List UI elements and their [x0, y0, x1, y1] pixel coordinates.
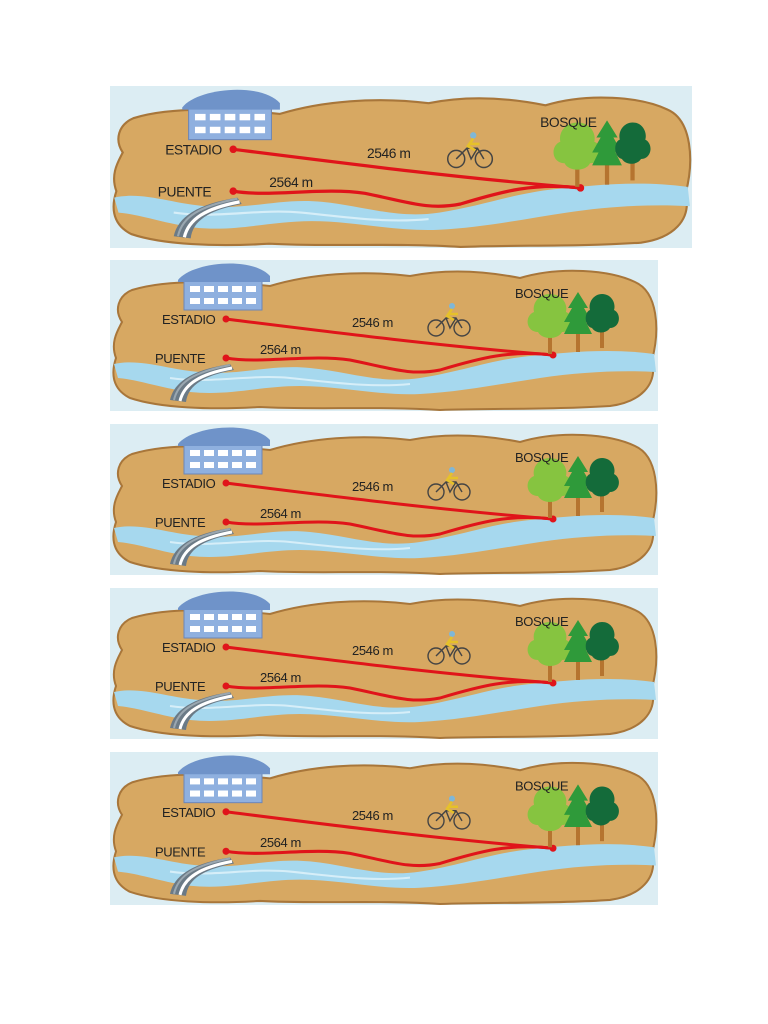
route-bridge-forest [225, 516, 554, 538]
route-stadium-forest [232, 147, 581, 190]
stadium-icon [182, 89, 280, 141]
stadium-label: ESTADIO [165, 142, 222, 158]
stadium-label: ESTADIO [162, 640, 216, 655]
stadium-label: ESTADIO [162, 312, 216, 327]
map-panel-4: ESTADIO PUENTE BOSQUE 2546 m 2564 m [110, 588, 658, 739]
river [114, 678, 656, 723]
river-highlight [169, 540, 411, 551]
route-stadium-forest [225, 810, 554, 850]
map-diagram: ESTADIO PUENTE BOSQUE 2546 m 2564 m [112, 755, 658, 905]
forest-label: BOSQUE [515, 450, 569, 465]
stadium-label: ESTADIO [162, 476, 216, 491]
tree-icon [527, 456, 619, 518]
map-panel-1: ESTADIO PUENTE BOSQUE 2546 m 2564 m [110, 86, 692, 248]
map-panel-5: ESTADIO PUENTE BOSQUE 2546 m 2564 m [110, 752, 658, 905]
distance-stadium-forest-label: 2546 m [352, 315, 393, 330]
bridge-icon [170, 692, 234, 730]
bridge-point [222, 847, 230, 855]
bridge-icon [173, 197, 242, 239]
distance-bridge-forest-label: 2564 m [260, 670, 301, 685]
route-bridge-forest [225, 352, 554, 374]
distance-stadium-forest-label: 2546 m [352, 479, 393, 494]
stadium-point [222, 479, 230, 487]
map-panel-2: ESTADIO PUENTE BOSQUE 2546 m 2564 m [110, 260, 658, 411]
route-bridge-forest [225, 680, 554, 702]
tree-icon [527, 292, 619, 354]
route-stadium-forest [225, 645, 554, 685]
distance-stadium-forest-label: 2546 m [367, 145, 410, 161]
stadium-icon [178, 591, 270, 639]
forest-label: BOSQUE [515, 286, 569, 301]
forest-label: BOSQUE [515, 778, 569, 793]
river-highlight [169, 704, 411, 715]
distance-bridge-forest-label: 2564 m [260, 506, 301, 521]
stadium-point [222, 643, 230, 651]
cyclist-icon [427, 303, 471, 337]
route-stadium-forest [225, 481, 554, 521]
route-bridge-forest [225, 845, 554, 868]
bridge-label: PUENTE [155, 844, 206, 859]
bridge-icon [170, 528, 234, 566]
bridge-icon [170, 364, 234, 402]
river [114, 183, 690, 231]
map-diagram: ESTADIO PUENTE BOSQUE 2546 m 2564 m [112, 591, 658, 739]
bridge-point [222, 682, 230, 690]
river [114, 350, 656, 395]
map-diagram: ESTADIO PUENTE BOSQUE 2546 m 2564 m [112, 263, 658, 411]
river [114, 514, 656, 559]
cyclist-icon [427, 795, 471, 830]
map-diagram: ESTADIO PUENTE BOSQUE 2546 m 2564 m [112, 89, 692, 248]
route-stadium-forest [225, 317, 554, 357]
river-highlight [169, 376, 411, 387]
bridge-point [229, 187, 237, 195]
forest-label: BOSQUE [540, 114, 597, 130]
route-bridge-forest [232, 184, 581, 208]
stadium-point [229, 145, 237, 154]
forest-label: BOSQUE [515, 614, 569, 629]
stadium-icon [178, 427, 270, 475]
tree-icon [527, 620, 619, 682]
distance-stadium-forest-label: 2546 m [352, 808, 393, 823]
cyclist-icon [427, 631, 471, 665]
distance-bridge-forest-label: 2564 m [260, 835, 301, 850]
bridge-label: PUENTE [155, 679, 206, 694]
cyclist-icon [446, 132, 494, 169]
stadium-point [222, 315, 230, 323]
stadium-icon [178, 263, 270, 311]
map-diagram: ESTADIO PUENTE BOSQUE 2546 m 2564 m [112, 427, 658, 575]
bridge-point [222, 518, 230, 526]
stadium-label: ESTADIO [162, 805, 215, 820]
map-panel-3: ESTADIO PUENTE BOSQUE 2546 m 2564 m [110, 424, 658, 575]
stadium-point [222, 808, 230, 816]
river [114, 844, 656, 889]
tree-icon [553, 120, 651, 187]
bridge-icon [170, 857, 234, 896]
bridge-label: PUENTE [155, 351, 206, 366]
river-highlight [169, 869, 411, 880]
tree-icon [527, 784, 619, 848]
distance-bridge-forest-label: 2564 m [260, 342, 301, 357]
bridge-label: PUENTE [155, 515, 206, 530]
river-highlight [173, 210, 429, 222]
bridge-point [222, 354, 230, 362]
bridge-label: PUENTE [158, 183, 212, 199]
stadium-icon [178, 755, 270, 804]
cyclist-icon [427, 467, 471, 501]
distance-stadium-forest-label: 2546 m [352, 643, 393, 658]
distance-bridge-forest-label: 2564 m [269, 174, 312, 190]
